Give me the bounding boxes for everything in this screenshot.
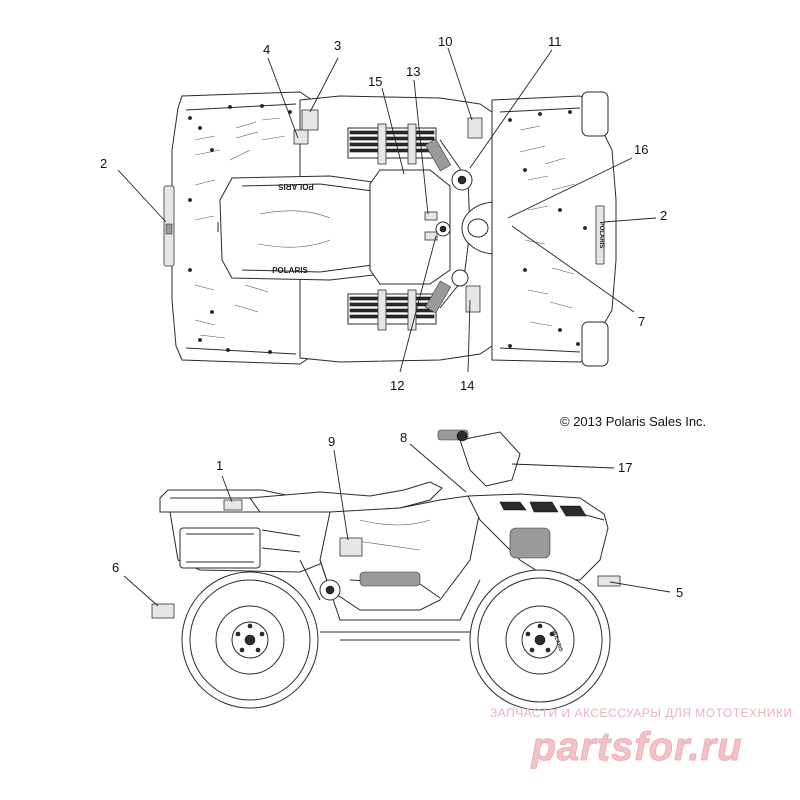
atv-top-view: POLARIS POLARIS: [163, 91, 617, 367]
callout-15: 15: [368, 74, 382, 89]
rear-wheel: [181, 571, 319, 709]
watermark-logo: partsfor.ru: [530, 725, 742, 770]
front-decal: POLARIS: [598, 222, 604, 249]
side-view-leaders: [123, 443, 671, 607]
callout-17: 17: [618, 460, 632, 475]
callout-16: 16: [634, 142, 648, 157]
top-decal-left: POLARIS: [278, 182, 314, 191]
callout-5: 5: [676, 585, 683, 600]
callout-1: 1: [216, 458, 223, 473]
callout-7: 7: [638, 314, 645, 329]
callout-2-right: 2: [660, 208, 667, 223]
top-decal-center: POLARIS: [272, 266, 308, 275]
callout-12: 12: [390, 378, 404, 393]
top-view-leaders: [117, 47, 657, 373]
watermark-logo-text: partsfor.ru: [530, 725, 742, 769]
engine: [261, 527, 551, 601]
callout-6: 6: [112, 560, 119, 575]
footwell-top: [347, 123, 437, 165]
callout-labels: 4 3 15 13 10 11 16 2 2 7 12 14 9 8 1 17 …: [100, 34, 683, 600]
callout-13: 13: [406, 64, 420, 79]
copyright-notice: © 2013 Polaris Sales Inc.: [560, 414, 707, 429]
callout-3: 3: [334, 38, 341, 53]
atv-side-view: POLARIS: [151, 429, 621, 711]
callout-10: 10: [438, 34, 452, 49]
callout-8: 8: [400, 430, 407, 445]
footwell-bottom: [347, 289, 437, 331]
callout-9: 9: [328, 434, 335, 449]
callout-14: 14: [460, 378, 474, 393]
callout-2-left: 2: [100, 156, 107, 171]
front-wheel: POLARIS: [469, 569, 611, 711]
watermark-caption: ЗАПЧАСТИ И АКСЕССУАРЫ ДЛЯ МОТОТЕХНИКИ: [490, 706, 793, 720]
callout-11: 11: [548, 34, 562, 49]
callout-4: 4: [263, 42, 270, 57]
